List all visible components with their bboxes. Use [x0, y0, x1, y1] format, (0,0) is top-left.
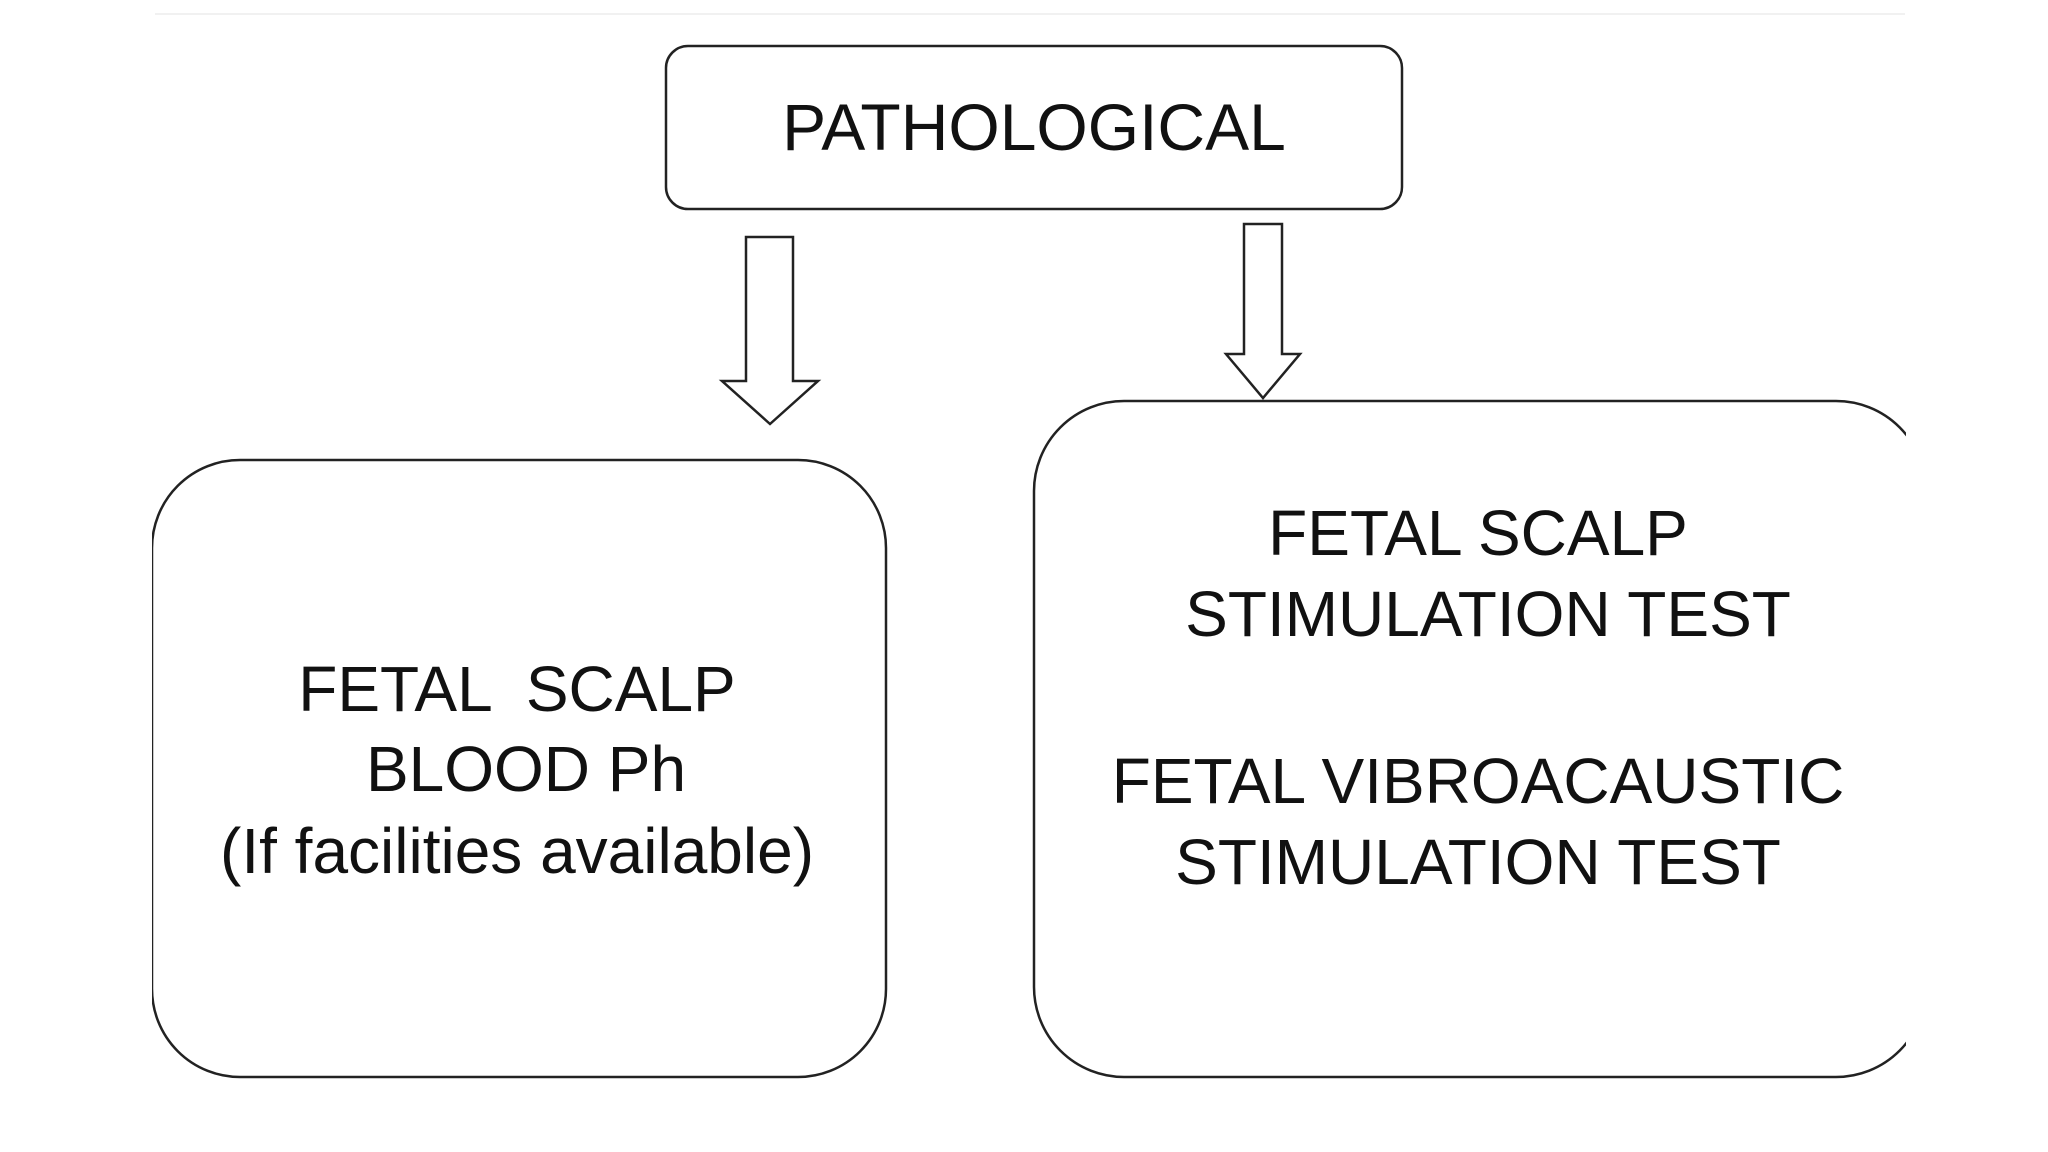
root-label: PATHOLOGICAL: [782, 90, 1286, 164]
root-node: PATHOLOGICAL: [664, 44, 1404, 211]
right-group2-line-1: FETAL VIBROACAUSTIC: [1112, 745, 1845, 817]
right-group1-line-1: FETAL SCALP: [1268, 497, 1688, 569]
left-line-2: BLOOD Ph: [366, 733, 686, 805]
right-node: FETAL SCALP STIMULATION TEST FETAL VIBRO…: [1032, 399, 1928, 1079]
right-group1-line-2: STIMULATION TEST: [1185, 578, 1791, 650]
left-node: FETAL SCALP BLOOD Ph (If facilities avai…: [150, 458, 888, 1079]
right-edge-crop: [1906, 0, 2048, 1152]
left-line-1: FETAL SCALP: [298, 653, 735, 725]
right-down-arrow: [1223, 222, 1303, 400]
left-down-arrow: [718, 235, 822, 426]
left-edge-crop: [0, 0, 152, 1152]
left-line-3: (If facilities available): [220, 815, 814, 887]
right-group2-line-2: STIMULATION TEST: [1175, 826, 1781, 898]
root-box: [664, 44, 1404, 211]
